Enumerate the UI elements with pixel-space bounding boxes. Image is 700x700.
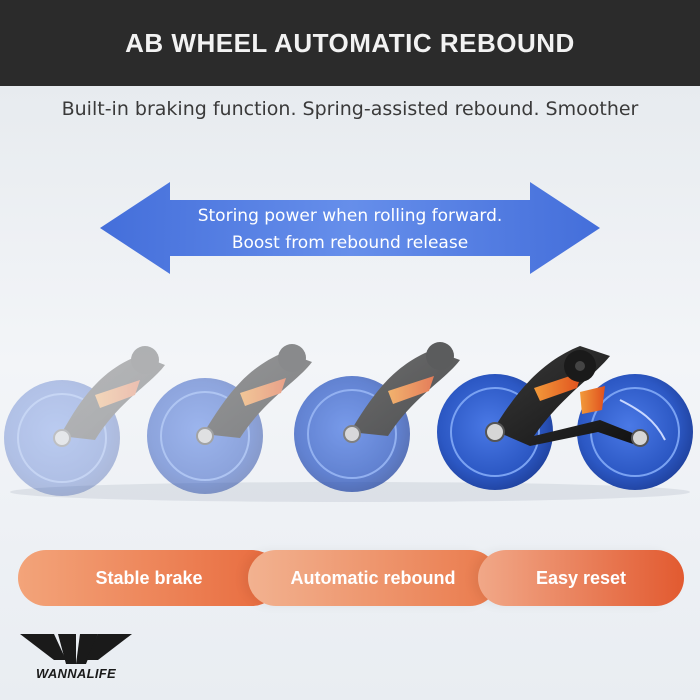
ab-wheel-icon — [437, 346, 693, 490]
subtitle: Built-in braking function. Spring-assist… — [61, 98, 639, 120]
wannalife-logo-icon — [20, 634, 132, 664]
arrow-caption-line-2: Boost from rebound release — [231, 233, 469, 253]
ab-wheel-icon — [4, 346, 165, 496]
feature-label: Automatic rebound — [290, 567, 456, 588]
ab-wheel-icon — [294, 342, 460, 492]
arrow-caption-line-1: Storing power when rolling forward. — [197, 206, 503, 226]
brand-name: WANNALIFE — [36, 666, 116, 681]
arrow-caption: Storing power when rolling forward. Boos… — [150, 203, 550, 257]
feature-pill-automatic-rebound: Automatic rebound — [248, 550, 498, 606]
header-bar: AB WHEEL AUTOMATIC REBOUND — [0, 0, 700, 86]
feature-pill-stable-brake: Stable brake — [18, 550, 280, 606]
page-title: AB WHEEL AUTOMATIC REBOUND — [125, 27, 575, 58]
feature-label: Easy reset — [535, 567, 627, 588]
feature-label: Stable brake — [95, 567, 203, 588]
feature-pill-easy-reset: Easy reset — [478, 550, 684, 606]
ab-wheel-icon — [147, 344, 312, 494]
